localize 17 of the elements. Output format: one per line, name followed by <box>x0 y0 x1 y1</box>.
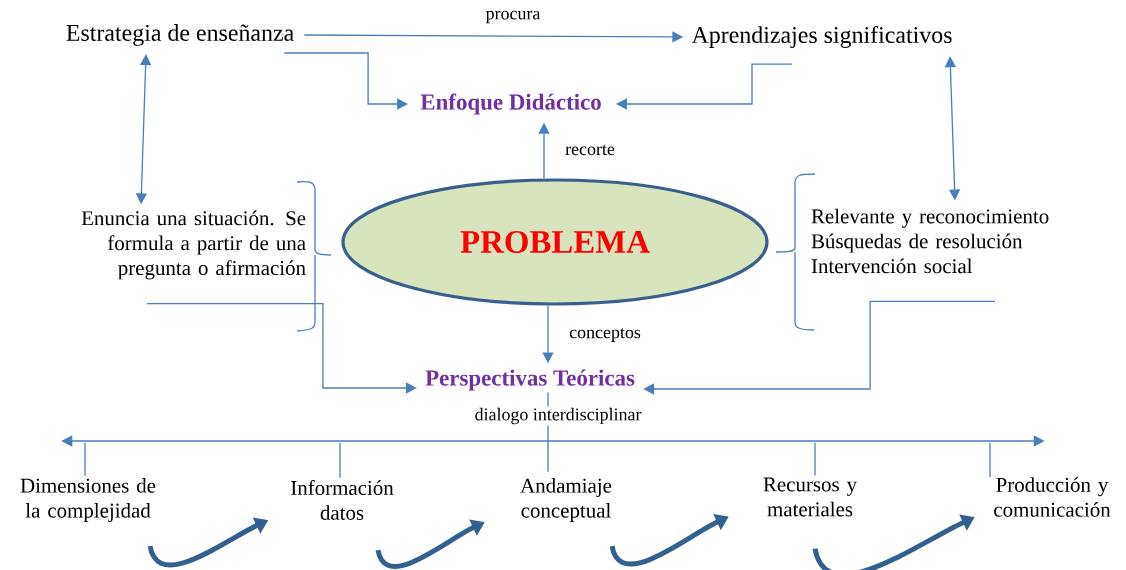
stage-label: Información datos <box>291 480 394 520</box>
stage-label: Andamiaje conceptual <box>520 478 612 522</box>
heading-label: Perspectivas Teóricas <box>425 369 635 391</box>
heading-label: Enfoque Didáctico <box>420 93 601 115</box>
edge-label: procura <box>484 9 542 25</box>
edge-label: dialogo interdisciplinar <box>473 406 643 426</box>
arrow <box>146 303 417 394</box>
arrow <box>643 300 996 395</box>
stage-label: Recursos y materiales <box>763 477 857 517</box>
edge-label: conceptos <box>567 326 643 344</box>
description-text: Enuncia una situación. Se formula a partir de una pregunta o afirmación <box>81 210 306 280</box>
stage-label: Producción y comunicación <box>994 477 1111 517</box>
concept-label: Aprendizajes significativos <box>691 26 952 48</box>
description-text: Relevante y reconocimiento Búsquedas de resolución Intervención social <box>811 208 1049 274</box>
stage-label: Dimensiones de la complejidad <box>20 478 156 522</box>
concept-label: Estrategia de enseñanza <box>66 24 294 46</box>
edge-label: recorte <box>563 143 617 157</box>
